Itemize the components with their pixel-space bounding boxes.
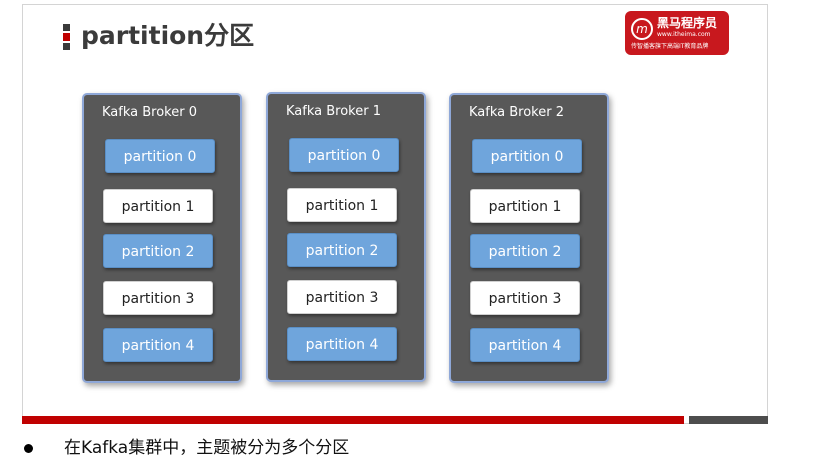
logo-name: 黑马程序员: [657, 16, 718, 30]
partition-box: partition 1: [287, 188, 397, 222]
partition-box: partition 0: [105, 139, 215, 173]
partition-box: partition 2: [287, 233, 397, 267]
partition-box: partition 3: [103, 281, 213, 315]
partition-box: partition 2: [103, 234, 213, 268]
partition-box: partition 3: [287, 280, 397, 314]
brand-logo: m 黑马程序员 www.itheima.com 传智播客旗下高端IT教育品牌: [625, 11, 729, 55]
broker-label: Kafka Broker 1: [286, 104, 381, 119]
partition-box: partition 4: [103, 328, 213, 362]
partition-box: partition 1: [103, 189, 213, 223]
partition-box: partition 2: [470, 234, 580, 268]
broker-0: Kafka Broker 0 partition 0 partition 1 p…: [82, 93, 242, 383]
logo-url: www.itheima.com: [657, 31, 711, 38]
footer-bar-red: [22, 416, 684, 424]
logo-mark-icon: m: [631, 18, 653, 40]
bullet-dot-icon: [24, 444, 33, 453]
title-marker: [63, 24, 70, 50]
partition-box: partition 1: [470, 189, 580, 223]
partition-box: partition 4: [287, 327, 397, 361]
slide-title: partition分区: [81, 21, 255, 50]
broker-label: Kafka Broker 0: [102, 105, 197, 120]
bullet-text: 在Kafka集群中，主题被分为多个分区: [64, 438, 350, 458]
broker-label: Kafka Broker 2: [469, 105, 564, 120]
partition-box: partition 0: [289, 138, 399, 172]
broker-2: Kafka Broker 2 partition 0 partition 1 p…: [449, 93, 609, 383]
logo-slogan: 传智播客旗下高端IT教育品牌: [631, 43, 709, 50]
partition-box: partition 4: [470, 328, 580, 362]
broker-1: Kafka Broker 1 partition 0 partition 1 p…: [266, 92, 426, 382]
partition-box: partition 0: [472, 139, 582, 173]
footer-bar-gray: [689, 416, 768, 424]
partition-box: partition 3: [470, 281, 580, 315]
